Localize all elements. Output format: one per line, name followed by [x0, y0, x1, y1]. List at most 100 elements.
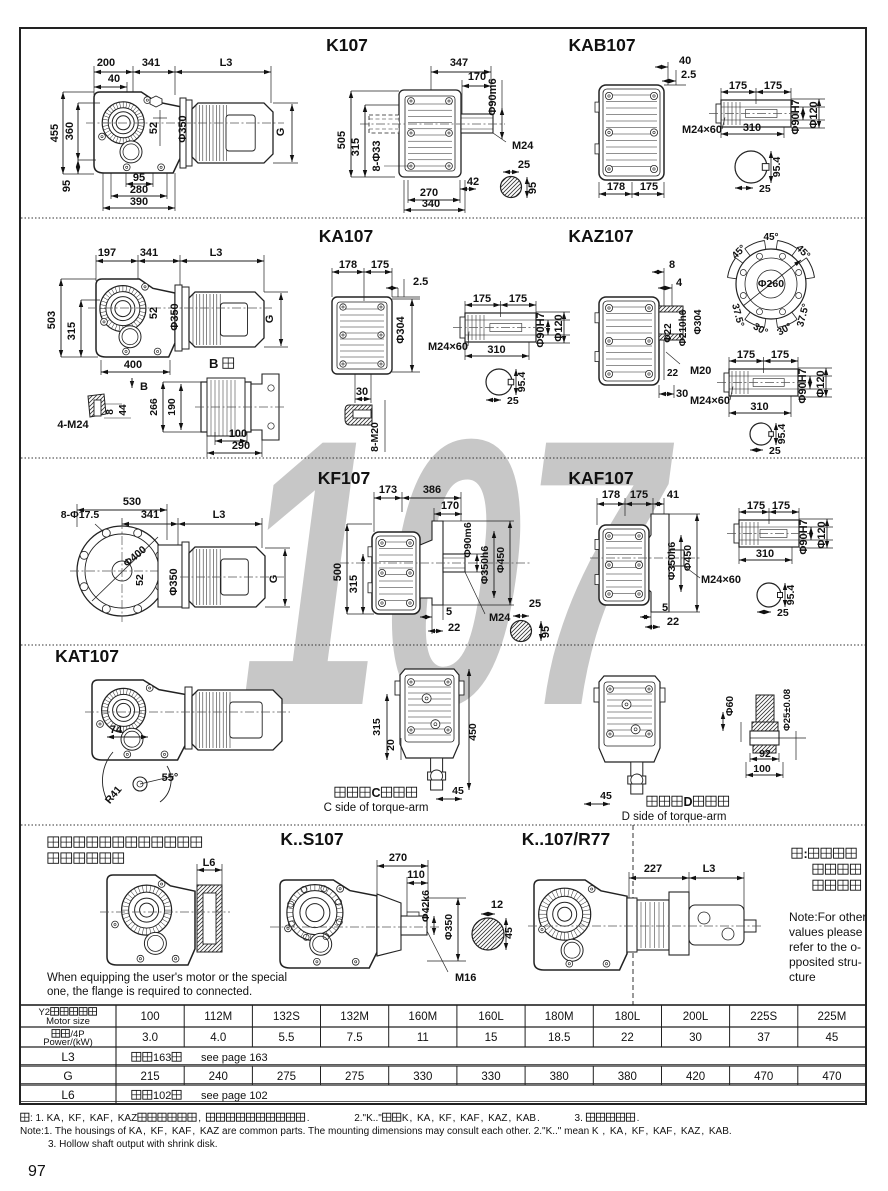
svg-text:L3: L3: [703, 863, 716, 875]
svg-text:,: ,: [431, 1113, 434, 1124]
svg-text:275: 275: [345, 1071, 364, 1083]
svg-text:30: 30: [676, 388, 688, 400]
svg-text::: :: [804, 847, 808, 861]
svg-text:270: 270: [389, 852, 407, 864]
svg-text:341: 341: [142, 57, 160, 69]
svg-text:380: 380: [550, 1071, 569, 1083]
svg-text:40: 40: [108, 73, 120, 85]
svg-text:95.4: 95.4: [771, 157, 783, 178]
svg-text:KF: KF: [439, 1113, 452, 1124]
svg-text:Φ350: Φ350: [169, 303, 181, 330]
svg-text:,: ,: [110, 1113, 113, 1124]
svg-text:25: 25: [759, 183, 771, 195]
svg-text:L6: L6: [203, 857, 216, 869]
svg-text:values please: values please: [789, 925, 863, 939]
svg-text:190: 190: [166, 398, 178, 416]
svg-text:: 1. KA: : 1. KA: [30, 1113, 60, 1124]
svg-text:340: 340: [422, 198, 440, 210]
svg-text:L3: L3: [213, 509, 226, 521]
svg-text:pposited stru-: pposited stru-: [789, 955, 862, 969]
svg-text:Φ25±0.08: Φ25±0.08: [782, 689, 793, 731]
svg-text:,: ,: [453, 1113, 456, 1124]
svg-text:,: ,: [701, 1126, 704, 1137]
svg-text:330: 330: [481, 1071, 500, 1083]
svg-text:.: .: [537, 1113, 540, 1124]
svg-text:M24×60: M24×60: [701, 574, 741, 586]
svg-text:92: 92: [759, 748, 771, 760]
svg-text:Φ90H7: Φ90H7: [798, 519, 810, 554]
svg-text:178: 178: [602, 489, 620, 501]
svg-text:G: G: [275, 128, 287, 137]
svg-text:37: 37: [757, 1032, 770, 1044]
svg-text:7.5: 7.5: [347, 1032, 363, 1044]
svg-text:95.4: 95.4: [776, 424, 788, 445]
svg-text:KA107: KA107: [319, 226, 373, 246]
svg-text:.: .: [307, 1113, 310, 1124]
svg-text:347: 347: [450, 57, 468, 69]
svg-text:310: 310: [487, 344, 505, 356]
svg-text:M24×60: M24×60: [428, 341, 468, 353]
svg-text:Φ120: Φ120: [815, 370, 827, 397]
svg-text:8-M20: 8-M20: [369, 422, 381, 452]
svg-text:380: 380: [618, 1071, 637, 1083]
svg-text:,: ,: [481, 1113, 484, 1124]
svg-text:M16: M16: [455, 972, 476, 984]
svg-text:KF: KF: [69, 1113, 82, 1124]
svg-text:3.0: 3.0: [142, 1032, 158, 1044]
svg-text:,: ,: [645, 1126, 648, 1137]
svg-text:44: 44: [118, 404, 129, 416]
svg-text:,: ,: [509, 1113, 512, 1124]
svg-text:Φ90H7: Φ90H7: [535, 312, 547, 347]
svg-text:Φ60: Φ60: [724, 696, 736, 716]
svg-text:341: 341: [140, 247, 158, 259]
svg-text:175: 175: [764, 80, 782, 92]
svg-text:175: 175: [640, 181, 658, 193]
svg-text:95.4: 95.4: [516, 372, 528, 393]
svg-text:D: D: [683, 795, 692, 809]
svg-text:KAF: KAF: [653, 1126, 672, 1137]
svg-text:,: ,: [192, 1126, 195, 1137]
svg-text:315: 315: [66, 322, 78, 340]
svg-text:100: 100: [753, 763, 771, 775]
svg-text:2: 2: [45, 1007, 50, 1018]
svg-text:L3: L3: [61, 1050, 75, 1064]
svg-text:Φ120: Φ120: [553, 314, 565, 341]
svg-text:95: 95: [61, 180, 73, 192]
svg-text:175: 175: [509, 293, 527, 305]
svg-text:cture: cture: [789, 970, 816, 984]
svg-text:280: 280: [130, 184, 148, 196]
svg-text:275: 275: [277, 1071, 296, 1083]
svg-text:290: 290: [232, 440, 250, 452]
svg-text:5.5: 5.5: [278, 1032, 294, 1044]
svg-text:4-M24: 4-M24: [57, 419, 89, 431]
svg-text:240: 240: [209, 1071, 228, 1083]
svg-text:390: 390: [130, 196, 148, 208]
svg-text:175: 175: [772, 500, 790, 512]
svg-text:When equipping the user's moto: When equipping the user's motor or the s…: [47, 972, 287, 984]
svg-text:45: 45: [826, 1032, 839, 1044]
svg-text:2.5: 2.5: [413, 276, 428, 288]
svg-text:341: 341: [141, 509, 159, 521]
svg-text:L6: L6: [61, 1088, 75, 1102]
svg-text:see page 163: see page 163: [201, 1052, 268, 1064]
svg-text:Φ260: Φ260: [758, 278, 784, 290]
svg-text:505: 505: [336, 131, 348, 149]
svg-text:3.: 3.: [575, 1113, 583, 1124]
svg-text:Φ210h6: Φ210h6: [678, 309, 689, 346]
svg-text:,: ,: [624, 1126, 627, 1137]
svg-text:,: ,: [410, 1113, 413, 1124]
svg-text:KF: KF: [632, 1126, 645, 1137]
svg-text:Φ350h6: Φ350h6: [479, 546, 491, 585]
svg-text:52: 52: [134, 574, 146, 586]
svg-text:270: 270: [420, 187, 438, 199]
svg-text:,: ,: [164, 1126, 167, 1137]
svg-text:470: 470: [754, 1071, 773, 1083]
svg-text:G: G: [264, 315, 276, 324]
svg-text:160M: 160M: [408, 1011, 437, 1023]
svg-text:G: G: [63, 1069, 72, 1083]
svg-text:8: 8: [105, 409, 116, 415]
svg-text:Φ350: Φ350: [168, 568, 180, 595]
svg-text:173: 173: [379, 484, 397, 496]
svg-text:530: 530: [123, 496, 141, 508]
svg-text:K: K: [402, 1113, 409, 1124]
